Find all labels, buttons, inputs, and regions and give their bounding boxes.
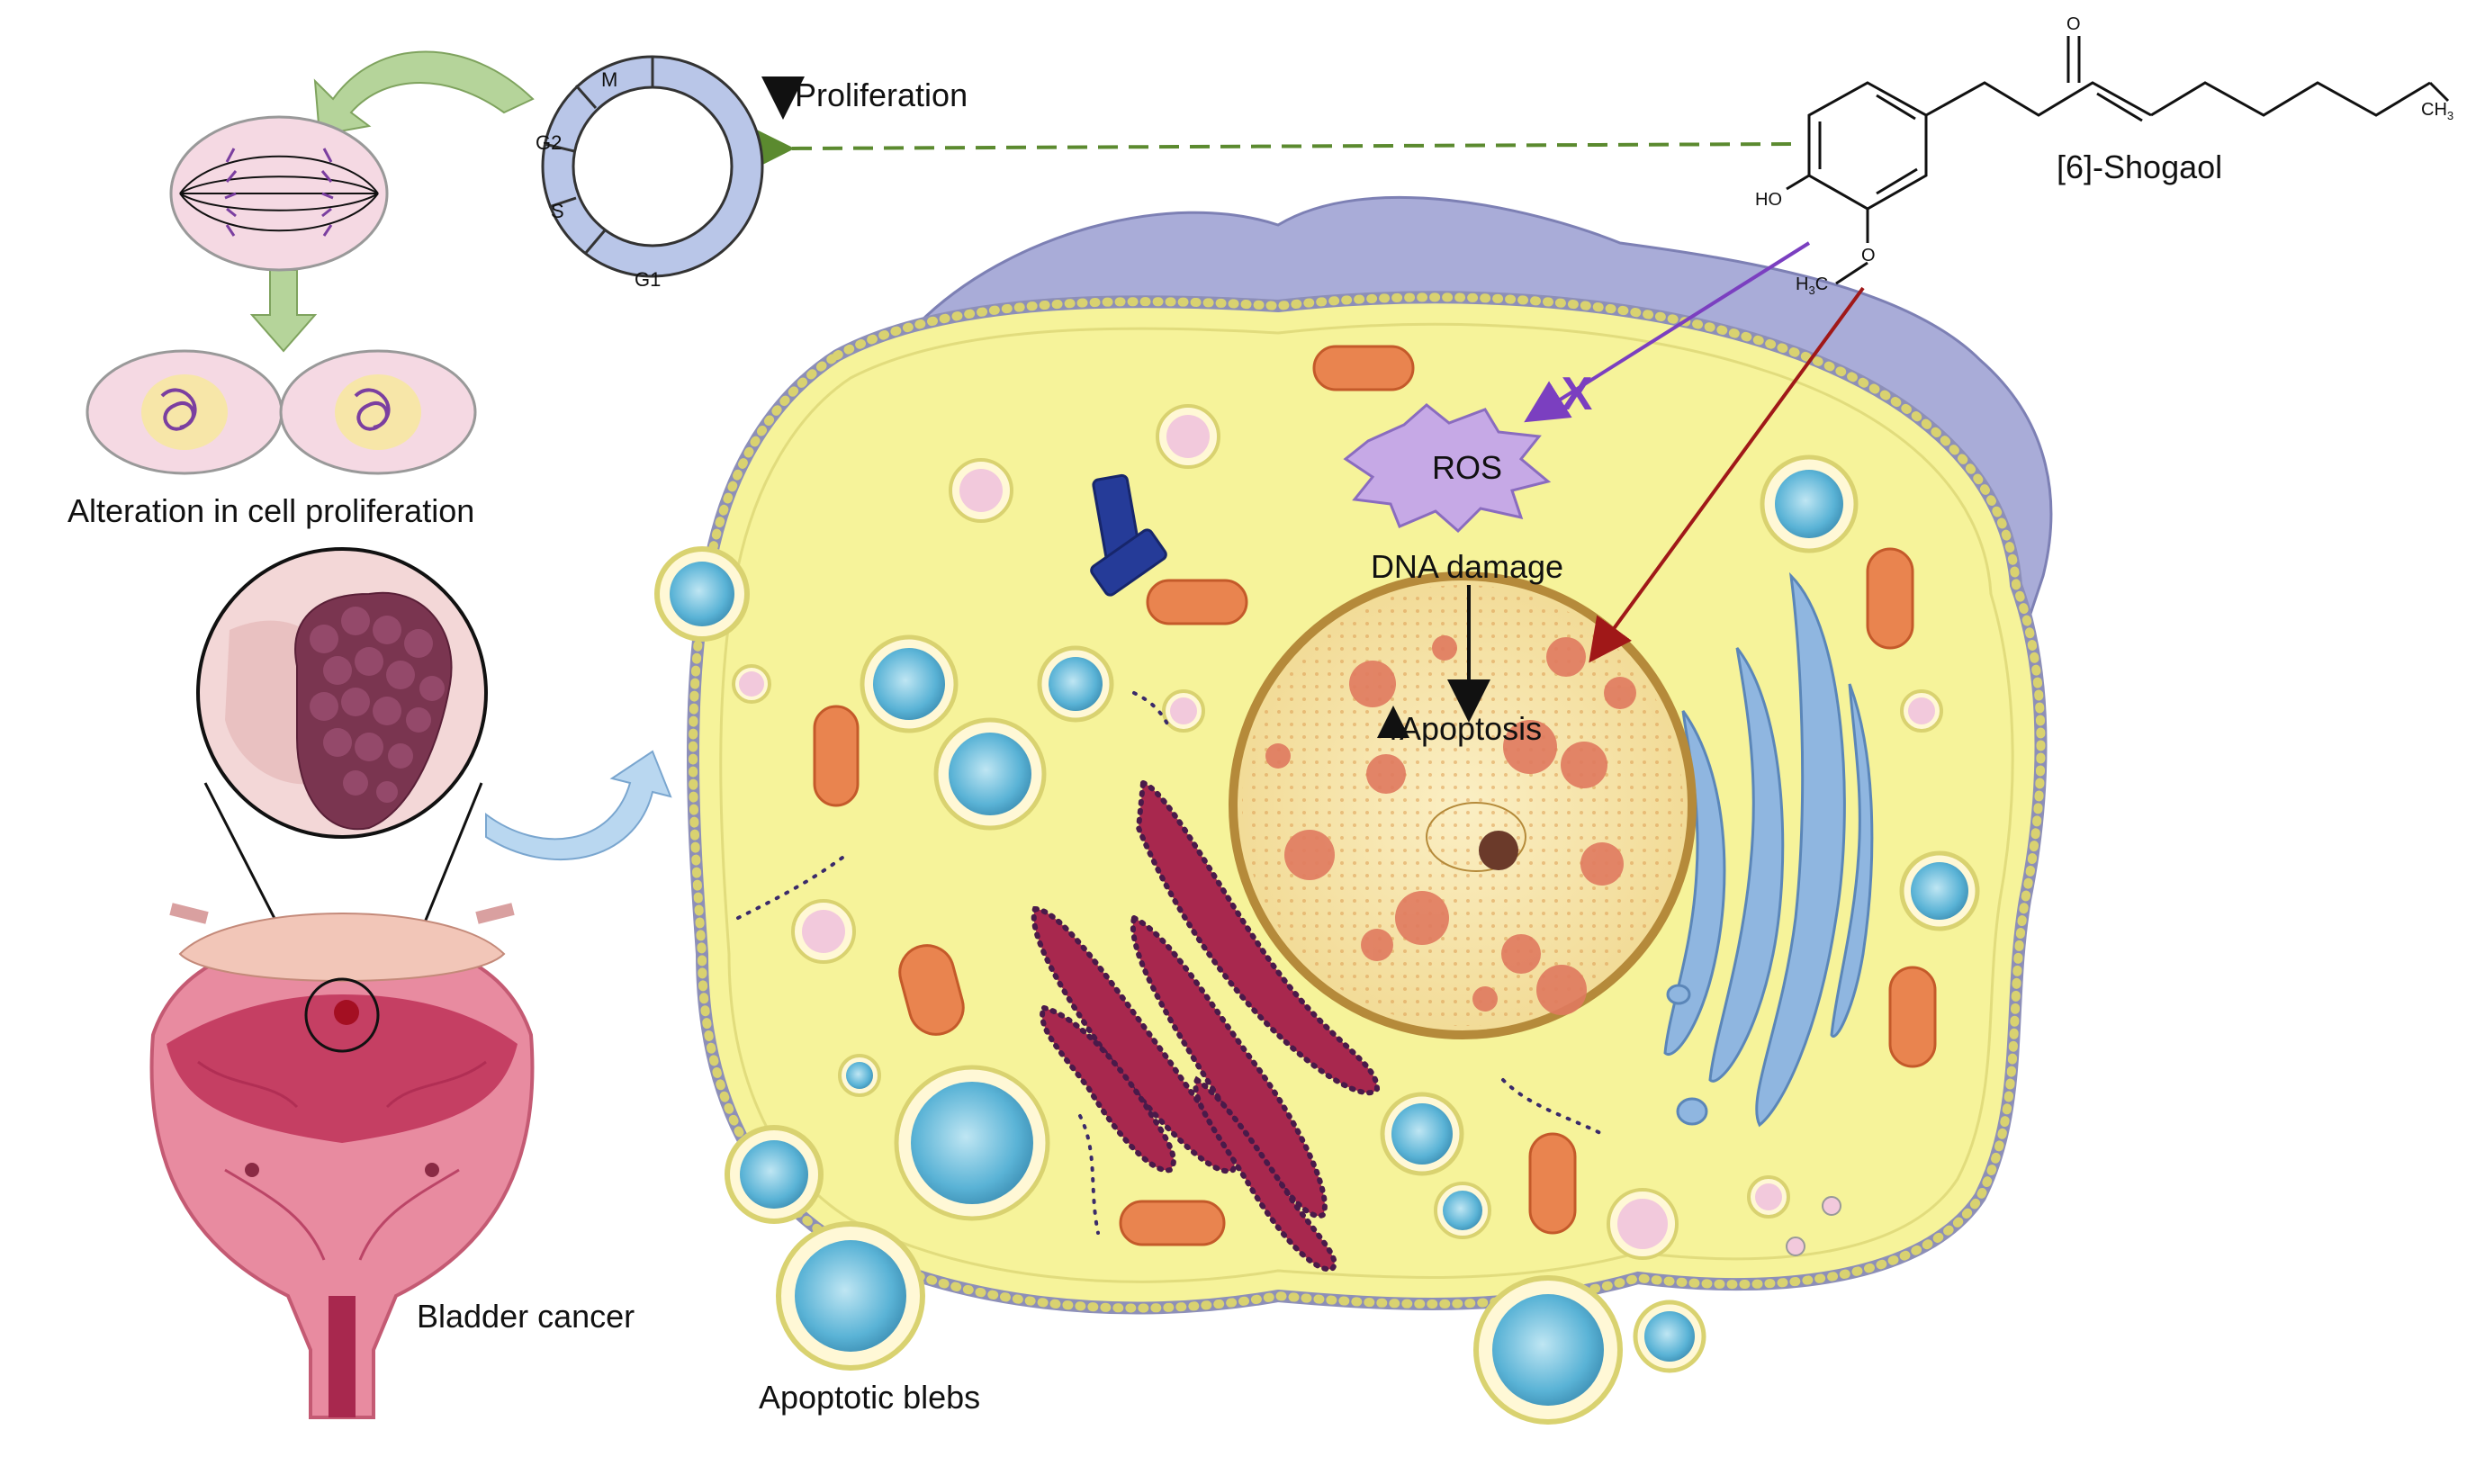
proliferation-down: Proliferation — [761, 76, 968, 120]
ros-star-shape — [1343, 403, 1552, 534]
apoptotic-blebs — [654, 546, 1706, 1425]
membrane-dot-ring — [689, 292, 2046, 1313]
ether-oxygen-label: O — [1861, 246, 1876, 265]
apoptosis-up: Apoptosis — [1377, 706, 1542, 747]
shogaol-to-ros-purple-arrow — [1524, 241, 1811, 423]
endoplasmic-reticulum — [1031, 778, 1381, 1273]
cancer-cell — [654, 195, 2053, 1425]
ros-inhibition-mark: X — [1562, 368, 1593, 420]
vesicles — [838, 454, 1980, 1239]
apoptotic-blebs-label: Apoptotic blebs — [759, 1379, 980, 1416]
shogaol-to-cycle-dashed-arrow — [751, 127, 1792, 171]
phase-g2-label: G2 — [536, 131, 562, 154]
mitosis-to-daughter-arrow — [249, 269, 318, 353]
bladder-cancer-label: Bladder cancer — [417, 1298, 635, 1335]
carbonyl-oxygen-label: O — [2066, 14, 2081, 34]
alteration-label: Alteration in cell proliferation — [68, 492, 474, 529]
shogaol-structure — [1786, 36, 2450, 285]
terminal-methyl-label: CH3 — [2421, 100, 2453, 122]
nucleolus — [1426, 802, 1526, 872]
bladder — [149, 903, 535, 1419]
tumor-to-cell-curved-arrow — [485, 750, 672, 861]
mitotic-cell — [169, 115, 389, 272]
chromatin — [1265, 635, 1636, 1015]
phase-s-label: S — [551, 200, 564, 222]
cycle-to-mitosis-curved-arrow — [313, 50, 535, 137]
centriole — [1090, 473, 1167, 597]
ribosome-strands — [736, 691, 1604, 1235]
ros-burst: ROS — [1343, 403, 1552, 534]
phase-m-label: M — [601, 68, 617, 91]
hydroxyl-label: HO — [1755, 190, 1782, 210]
proliferation-label: Proliferation — [795, 76, 968, 113]
apoptosis-label: Apoptosis — [1400, 710, 1542, 747]
cell-cycle: M G2 S G1 — [536, 55, 764, 291]
golgi-apparatus — [1663, 571, 1874, 1128]
dna-damage-label: DNA damage — [1371, 548, 1563, 585]
compound-label: [6]-Shogaol — [2057, 148, 2222, 185]
phase-g1-label: G1 — [635, 268, 661, 291]
lysosomes — [732, 404, 1943, 1260]
mitochondria — [813, 345, 1937, 1246]
nucleus — [1229, 571, 1697, 1039]
daughter-cells — [86, 349, 477, 475]
inner-membrane — [719, 322, 2014, 1283]
shogaol-to-nucleus-red-arrow — [1589, 286, 1865, 663]
ros-label: ROS — [1432, 449, 1502, 486]
